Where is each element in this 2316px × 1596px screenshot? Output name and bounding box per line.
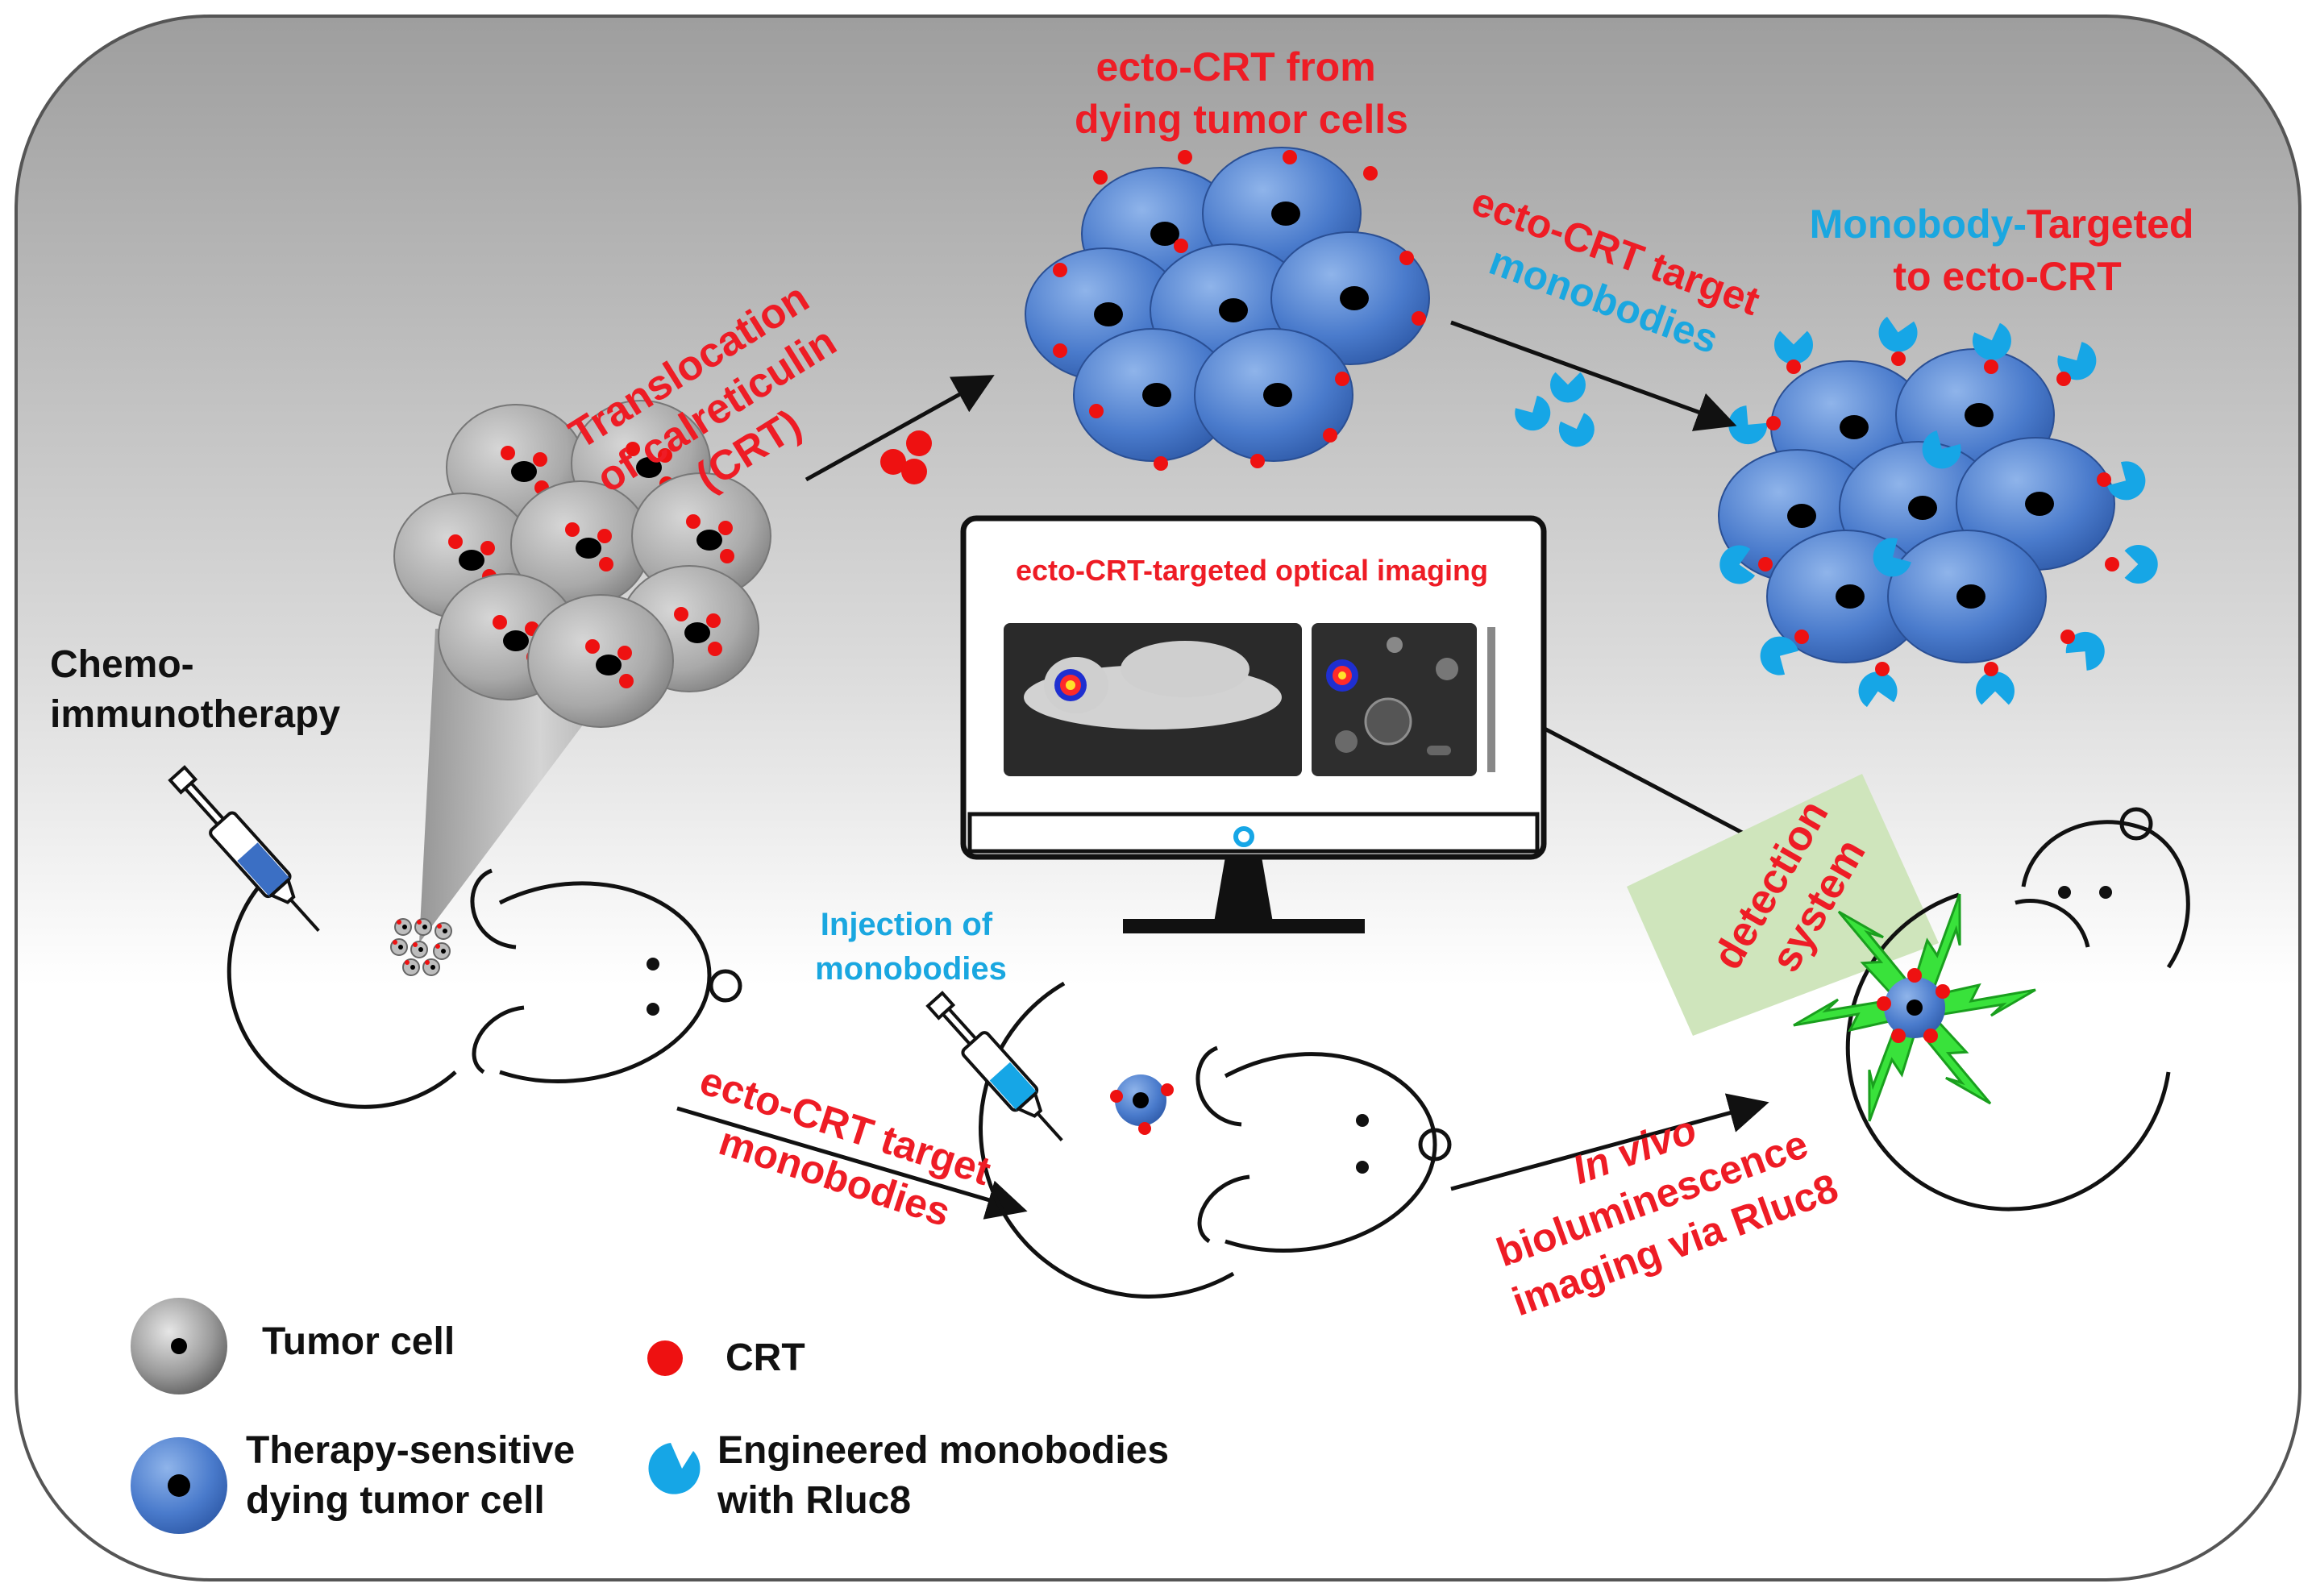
legend-crt-swatch <box>647 1340 683 1376</box>
syringe-chemo <box>168 765 320 933</box>
monobody <box>2124 545 2158 584</box>
label-injection: Injection of monobodies <box>815 907 1007 987</box>
arrow-bottom-injection <box>676 1106 1028 1220</box>
crt-marker <box>2060 630 2075 644</box>
legend-dying-cell-label: Therapy-sensitive dying tumor cell <box>246 1429 586 1522</box>
label-ecto-crt-from: ecto-CRT from dying tumor cells <box>1075 44 1408 142</box>
syringe-monobodies <box>925 991 1063 1141</box>
crt-marker <box>1335 372 1349 386</box>
legend-monobody-label: Engineered monobodies with Rluc8 <box>717 1429 1179 1522</box>
crt-marker <box>1093 170 1108 185</box>
crt-marker <box>1984 360 1998 374</box>
monobody <box>1878 316 1918 352</box>
legend-tumor-cell-label: Tumor cell <box>262 1320 455 1363</box>
mouse-right-eyes <box>2058 886 2112 899</box>
label-chemo: Chemo- immunotherapy <box>50 643 340 736</box>
monitor-power-button <box>1233 826 1254 847</box>
mouse-left <box>227 868 742 1109</box>
monobody <box>1972 322 2011 360</box>
legend-crt-label: CRT <box>726 1336 805 1379</box>
crt-marker <box>1323 428 1337 443</box>
legend: Tumor cell CRT Therapy-sensitive dying t… <box>131 1298 1179 1534</box>
arrow-in-vivo <box>1450 1093 1769 1191</box>
crt-marker <box>1283 150 1297 164</box>
crt-marker <box>1089 404 1104 418</box>
monobody <box>1774 330 1813 364</box>
monobody <box>2057 342 2097 380</box>
mouse-tumor-small <box>390 918 452 976</box>
crt-marker <box>1758 557 1773 571</box>
monobody <box>1858 671 1898 708</box>
connector-line <box>1514 711 1747 837</box>
crt-marker <box>1875 662 1890 676</box>
monobody <box>2107 461 2146 501</box>
monitor <box>960 515 1547 933</box>
free-monobodies <box>1515 372 1595 447</box>
crt-marker <box>1154 456 1168 471</box>
arrow-translocation <box>805 375 995 482</box>
monitor-title: ecto-CRT-targeted optical imaging <box>1016 554 1488 587</box>
crt-marker <box>2097 472 2111 487</box>
crt-marker <box>1363 166 1378 181</box>
monobody <box>1728 405 1768 445</box>
mouse-middle-eyes <box>1356 1114 1369 1174</box>
crt-marker <box>2105 557 2119 571</box>
tumor-cell-cluster <box>393 400 771 728</box>
mouse-middle <box>979 981 1452 1299</box>
bioluminescence-burst <box>1793 893 2036 1122</box>
crt-marker <box>1412 311 1426 326</box>
monobody <box>1558 413 1595 447</box>
monobody <box>1760 636 1798 675</box>
detection-system-box <box>1627 774 1939 1036</box>
crt-marker <box>1053 343 1067 358</box>
mouse-left-eyes <box>647 958 659 1016</box>
dying-cell-cluster <box>1025 147 1430 471</box>
crt-marker <box>1786 360 1801 374</box>
monobody <box>1719 545 1756 584</box>
legend-monobody-swatch <box>648 1443 701 1494</box>
monobody <box>2065 631 2105 671</box>
crt-marker <box>1984 662 1998 676</box>
crt-marker <box>1250 454 1265 468</box>
crt-marker <box>1174 239 1188 253</box>
crt-dots-group <box>880 430 932 484</box>
crt-marker <box>1766 416 1781 430</box>
color-scale-bar <box>1487 627 1495 772</box>
mouse-right <box>1845 807 2190 1212</box>
monobody <box>1550 372 1586 403</box>
arrow-monobody-targeting <box>1450 320 1737 431</box>
monobody <box>1515 395 1551 431</box>
crt-marker <box>1178 150 1192 164</box>
crt-marker <box>1399 251 1414 265</box>
crt-marker <box>1891 351 1906 366</box>
crt-marker <box>1053 263 1067 277</box>
crt-marker <box>2056 372 2071 386</box>
monobody <box>1873 538 1911 577</box>
monobody <box>1922 430 1961 469</box>
monobody-targeted-cluster <box>1718 316 2158 708</box>
monobody <box>1976 671 2015 705</box>
label-monobody-targeted: Monobody-Targeted to ecto-CRT <box>1810 202 2206 299</box>
crt-marker <box>1794 630 1809 644</box>
